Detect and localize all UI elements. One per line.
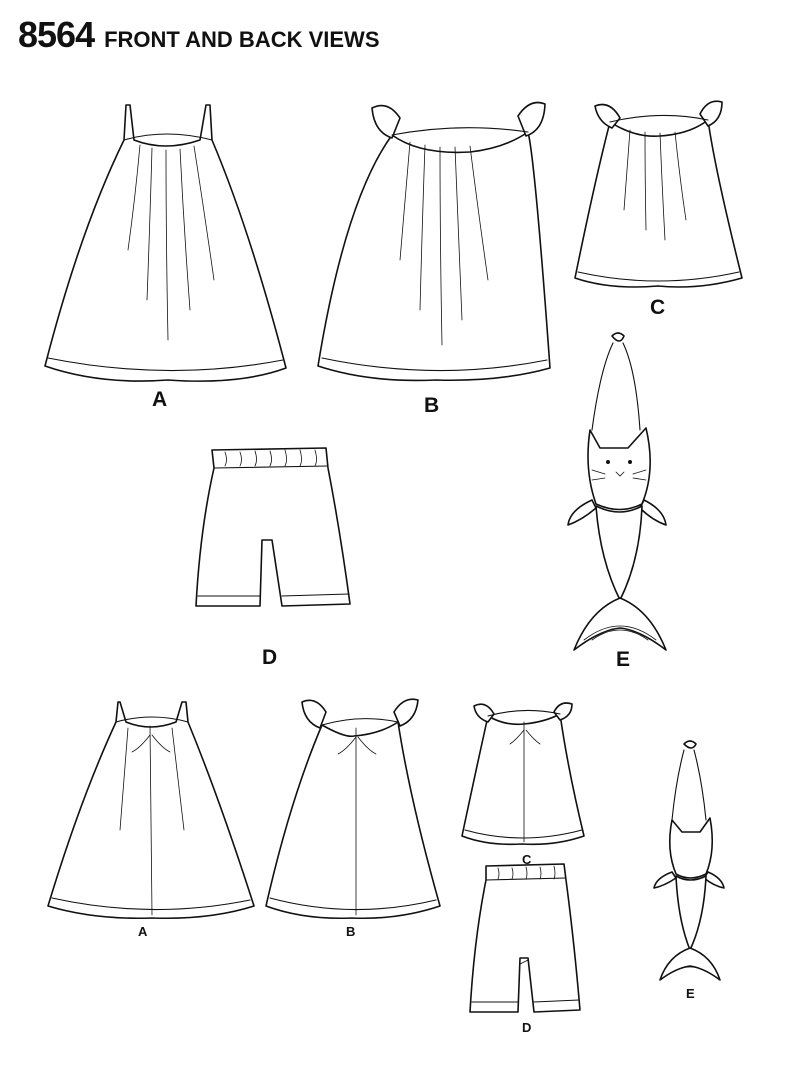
back-bag-e-label: E [686, 986, 695, 1001]
header: 8564 FRONT AND BACK VIEWS [18, 14, 380, 56]
front-dress-b-label: B [424, 394, 440, 417]
front-bag-e-illustration [567, 332, 667, 651]
back-dress-a-illustration [47, 701, 255, 920]
back-bag-e-illustration [653, 740, 725, 981]
front-bag-e-label: E [616, 648, 631, 671]
back-top-c-illustration [461, 702, 585, 846]
back-dress-b-illustration [265, 698, 441, 920]
back-dress-a-label: A [138, 924, 148, 939]
pattern-number: 8564 [18, 14, 95, 55]
back-dress-b-label: B [346, 924, 356, 939]
front-dress-a-illustration [44, 104, 287, 382]
front-top-c-illustration [574, 100, 743, 288]
back-top-c-label: C [522, 852, 532, 867]
back-shorts-d-label: D [522, 1020, 532, 1035]
front-top-c-label: C [650, 296, 666, 319]
front-shorts-d-illustration [195, 447, 351, 607]
front-dress-b-illustration [317, 101, 551, 382]
back-shorts-d-illustration [469, 863, 581, 1013]
page-title: FRONT AND BACK VIEWS [104, 27, 380, 52]
front-shorts-d-label: D [262, 646, 278, 669]
front-dress-a-label: A [152, 388, 168, 411]
